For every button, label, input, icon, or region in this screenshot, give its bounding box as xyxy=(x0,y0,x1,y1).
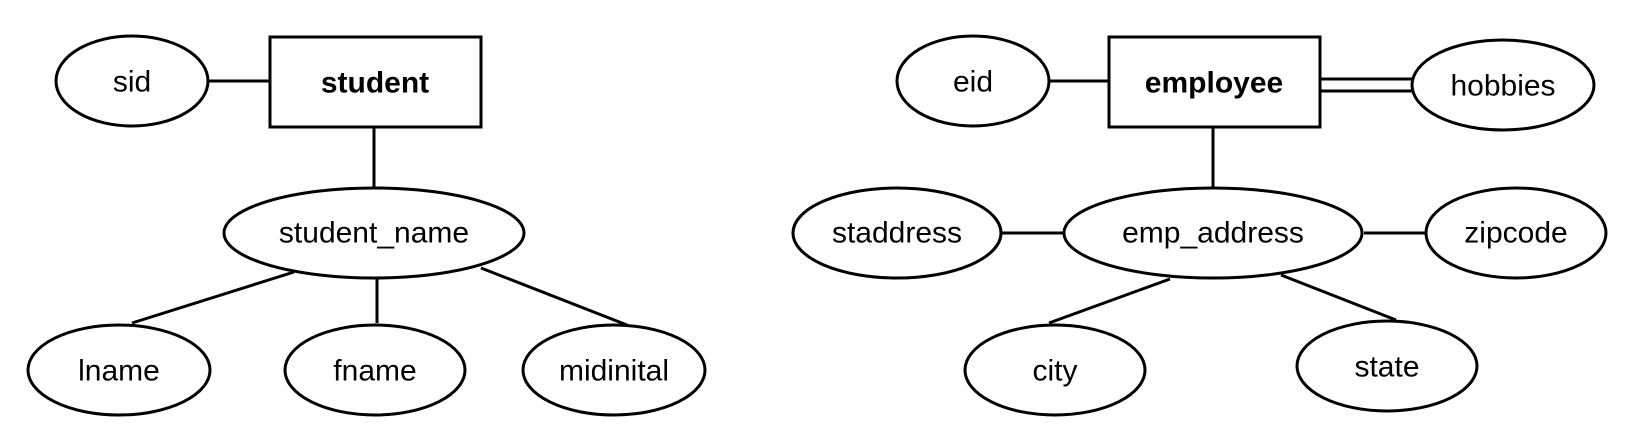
attribute-student-name-label: student_name xyxy=(279,217,469,250)
attribute-eid-label: eid xyxy=(953,66,993,99)
attribute-sid-label: sid xyxy=(113,66,151,99)
attribute-city-label: city xyxy=(1033,355,1078,388)
attribute-fname-label: fname xyxy=(333,355,416,388)
edge-student-name-midinital xyxy=(480,266,628,327)
edge-emp-address-state xyxy=(1280,273,1397,322)
edge-student-name-lname xyxy=(131,270,295,325)
edge-emp-address-city xyxy=(1048,277,1171,325)
attribute-zipcode-label: zipcode xyxy=(1464,217,1567,250)
attribute-lname: lname xyxy=(26,323,212,417)
entity-employee-label: employee xyxy=(1145,67,1283,100)
attribute-city: city xyxy=(963,323,1147,417)
attribute-hobbies: hobbies xyxy=(1410,38,1596,132)
entity-employee: employee xyxy=(1107,35,1322,129)
attribute-hobbies-label: hobbies xyxy=(1450,70,1555,103)
attribute-state: state xyxy=(1295,319,1479,413)
attribute-eid: eid xyxy=(895,34,1051,128)
attribute-midinital-label: midinital xyxy=(559,355,669,388)
attribute-emp-address: emp_address xyxy=(1062,186,1364,280)
attribute-staddress: staddress xyxy=(791,186,1003,280)
attribute-staddress-label: staddress xyxy=(832,217,962,250)
attribute-emp-address-label: emp_address xyxy=(1122,217,1304,250)
attribute-fname: fname xyxy=(283,323,467,417)
entity-student-label: student xyxy=(321,67,429,100)
attribute-midinital: midinital xyxy=(521,323,707,417)
attribute-student-name: student_name xyxy=(222,186,526,280)
attribute-state-label: state xyxy=(1354,351,1419,384)
attribute-sid: sid xyxy=(54,34,210,128)
attribute-zipcode: zipcode xyxy=(1424,186,1608,280)
entity-student: student xyxy=(268,35,483,129)
attribute-lname-label: lname xyxy=(78,355,160,388)
